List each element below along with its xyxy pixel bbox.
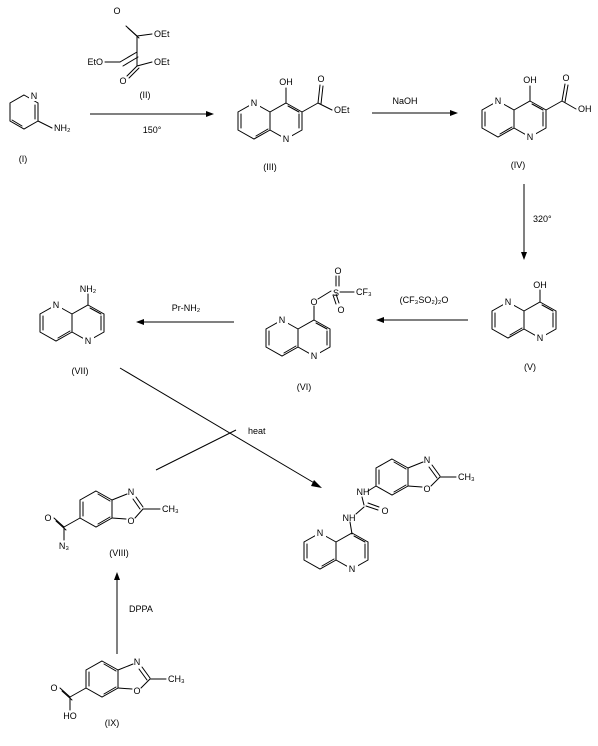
atom-oh-v: OH xyxy=(533,280,547,290)
atom-n-product-oxazole: N xyxy=(424,455,431,465)
atom-oet-bottom: OEt xyxy=(154,57,170,67)
condition-r6: heat xyxy=(248,426,266,436)
atom-o-vi-bottom: O xyxy=(337,305,344,315)
condition-r2: NaOH xyxy=(392,96,417,106)
label-compound-vi: (VI) xyxy=(297,382,312,392)
condition-r5: Pr-NH₂ xyxy=(172,303,201,313)
atom-nh2-vii: NH₂ xyxy=(80,284,97,294)
atom-n-product-b: N xyxy=(349,564,356,574)
compound-iii: N N OH O OEt (III) xyxy=(237,74,350,172)
compound-v: N N OH (V) xyxy=(491,280,557,372)
label-compound-ix: (IX) xyxy=(105,718,120,728)
atom-eto: EtO xyxy=(87,57,103,67)
atom-n-vii-a: N xyxy=(53,300,60,310)
compound-i: N NH₂ (I) xyxy=(9,90,71,164)
label-compound-v: (V) xyxy=(524,362,536,372)
atom-o-product-ring: O xyxy=(423,484,430,494)
atom-o-top: O xyxy=(113,6,120,16)
atom-ho-ix: HO xyxy=(63,711,77,721)
atom-n: N xyxy=(31,91,38,101)
arrow-r6: heat xyxy=(119,367,322,488)
atom-oet-iii: OEt xyxy=(334,105,350,115)
atom-n-iv-b: N xyxy=(527,132,534,142)
atom-oet-top: OEt xyxy=(154,29,170,39)
atom-n-vi-a: N xyxy=(279,315,286,325)
atom-o-vi-top: O xyxy=(334,266,341,276)
arrow-r2: NaOH xyxy=(372,96,458,116)
atom-o-iv: O xyxy=(562,73,569,83)
atom-nh-bottom: NH xyxy=(343,513,356,523)
compound-ii: O OEt EtO OEt O (II) xyxy=(87,6,170,100)
atom-o-viii-ring: O xyxy=(127,516,134,526)
atom-o-ix: O xyxy=(50,683,57,693)
atom-ch3-viii: CH₃ xyxy=(162,504,179,514)
atom-n-viii: N xyxy=(128,487,135,497)
compound-viii: N O CH₃ O N₃ (VIII) xyxy=(44,487,179,558)
atom-n-ix: N xyxy=(134,657,141,667)
compound-iv: N N OH O OH (IV) xyxy=(481,73,592,170)
atom-n-iii-a: N xyxy=(251,98,258,108)
atom-ch3-product: CH₃ xyxy=(458,472,475,482)
label-compound-vii: (VII) xyxy=(72,366,89,376)
product-urea: N O CH₃ NH O NH N N xyxy=(303,455,475,575)
atom-n-iv-a: N xyxy=(495,96,502,106)
arrow-r3: 320° xyxy=(521,184,552,260)
atom-n-vii-b: N xyxy=(85,336,92,346)
compound-vii: N N NH₂ (VII) xyxy=(39,284,105,376)
label-compound-iii: (III) xyxy=(263,162,277,172)
compound-ix: N O CH₃ O HO (IX) xyxy=(50,657,185,728)
atom-s-vi: S xyxy=(333,288,339,298)
label-compound-viii: (VIII) xyxy=(109,548,129,558)
label-compound-iv: (IV) xyxy=(511,160,526,170)
condition-r7: DPPA xyxy=(129,604,153,614)
condition-r4: (CF₃SO₂)₂O xyxy=(400,295,449,305)
label-compound-ii: (II) xyxy=(140,90,151,100)
label-compound-i: (I) xyxy=(19,154,28,164)
arrow-r4: (CF₃SO₂)₂O xyxy=(376,295,468,323)
atom-oh-iv: OH xyxy=(523,75,537,85)
atom-n-v-b: N xyxy=(537,333,544,343)
arrow-r5: Pr-NH₂ xyxy=(136,303,234,325)
atom-ch3-ix: CH₃ xyxy=(168,674,185,684)
atom-o-ix-ring: O xyxy=(133,686,140,696)
atom-o-urea: O xyxy=(381,506,388,516)
atom-o-iii: O xyxy=(317,74,324,84)
atom-oh-iii: OH xyxy=(279,77,293,87)
atom-nh-top: NH xyxy=(357,487,370,497)
atom-n-product-a: N xyxy=(317,528,324,538)
atom-o-bottom: O xyxy=(119,76,126,86)
atom-cf3: CF₃ xyxy=(356,287,372,297)
atom-n-iii-b: N xyxy=(283,134,290,144)
atom-nh2: NH₂ xyxy=(54,123,71,133)
atom-n3: N₃ xyxy=(59,541,69,551)
condition-r3: 320° xyxy=(533,214,552,224)
atom-oh-iv-acid: OH xyxy=(578,104,592,114)
condition-r1: 150° xyxy=(143,125,162,135)
arrow-r1: 150° xyxy=(90,111,214,135)
atom-n-vi-b: N xyxy=(311,351,318,361)
atom-o-vi: O xyxy=(310,297,317,307)
arrow-r7: DPPA xyxy=(114,572,153,654)
atom-o-viii: O xyxy=(44,513,51,523)
compound-vi: N N O S O O CF₃ (VI) xyxy=(265,266,372,392)
atom-n-v-a: N xyxy=(505,297,512,307)
